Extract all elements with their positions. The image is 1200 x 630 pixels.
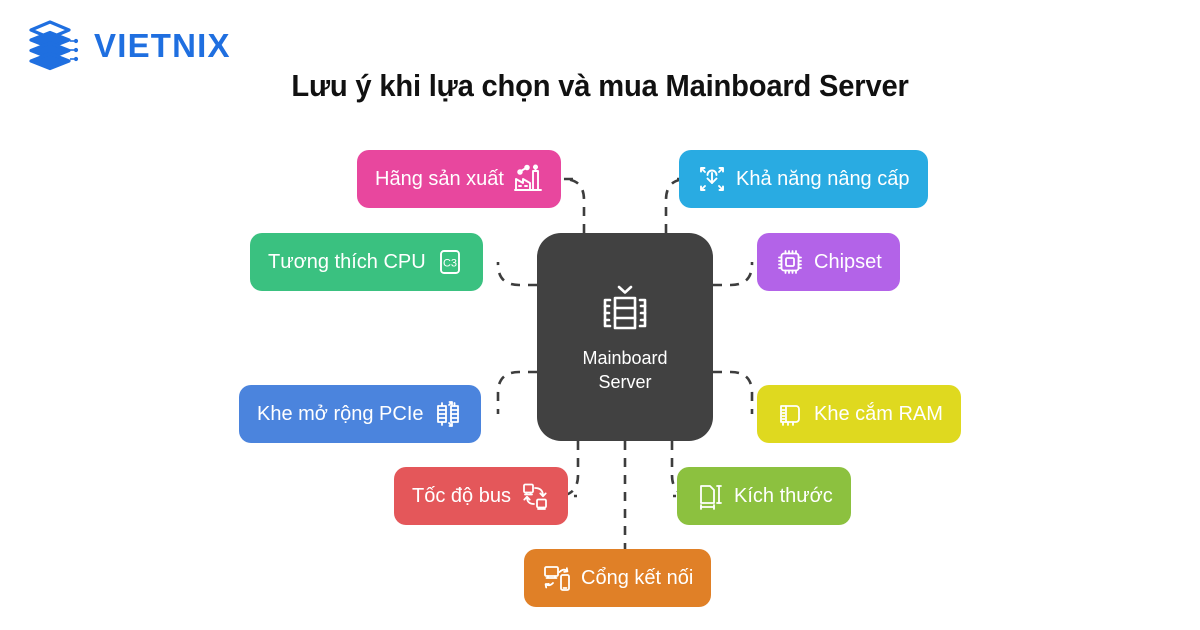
expansion-slot-icon (436, 401, 459, 427)
node-bus[interactable]: Tốc độ bus (394, 467, 568, 525)
connector-size (670, 441, 694, 498)
center-node-label-line1: Mainboard (582, 347, 668, 368)
brand-name: VIETNIX (94, 26, 231, 64)
node-cpu-label: Tương thích CPU (268, 251, 426, 273)
connector-manufacturer (562, 177, 586, 233)
connector-cpu (496, 262, 537, 287)
memory-module-icon (780, 405, 800, 426)
center-node-label: Mainboard Server (582, 346, 667, 395)
node-pcie[interactable]: Khe mở rộng PCIe (239, 385, 481, 443)
node-size-label: Kích thước (734, 485, 833, 507)
device-connection-icon (544, 566, 570, 591)
node-manufacturer[interactable]: Hãng sản xuất (357, 150, 561, 208)
data-transfer-icon (523, 483, 547, 510)
node-ram-label: Khe cắm RAM (814, 403, 943, 425)
center-node-label-line2: Server (598, 372, 652, 392)
page-title: Lưu ý khi lựa chọn và mua Mainboard Serv… (291, 68, 909, 103)
microchip-icon (778, 250, 802, 274)
factory-icon (514, 164, 542, 191)
connector-ram (713, 370, 754, 414)
node-upgrade-label: Khả năng nâng cấp (736, 168, 910, 190)
expand-arrows-icon (700, 167, 724, 191)
stacked-layers-icon (29, 20, 79, 71)
dimensions-icon (700, 485, 722, 510)
center-node-mainboard-server[interactable]: Mainboard Server (537, 233, 713, 441)
node-ports-label: Cổng kết nối (581, 567, 694, 589)
node-bus-label: Tốc độ bus (412, 485, 511, 507)
node-upgrade[interactable]: Khả năng nâng cấp (679, 150, 928, 208)
node-chipset-label: Chipset (814, 251, 882, 273)
brand-logo[interactable]: VIETNIX (26, 17, 231, 73)
cpu-chip-icon-text: C3 (443, 258, 457, 270)
connector-pcie (496, 370, 537, 414)
node-chipset[interactable]: Chipset (757, 233, 900, 291)
connector-chipset (713, 262, 754, 287)
node-ram[interactable]: Khe cắm RAM (757, 385, 961, 443)
node-size[interactable]: Kích thước (677, 467, 851, 525)
node-pcie-label: Khe mở rộng PCIe (257, 403, 424, 425)
node-ports[interactable]: Cổng kết nối (524, 549, 712, 607)
connector-bus (556, 441, 580, 498)
cpu-chip-icon: C3 (439, 250, 460, 274)
server-rack-icon (603, 285, 647, 330)
node-manufacturer-label: Hãng sản xuất (375, 168, 504, 190)
node-cpu[interactable]: Tương thích CPU C3 (250, 233, 483, 291)
